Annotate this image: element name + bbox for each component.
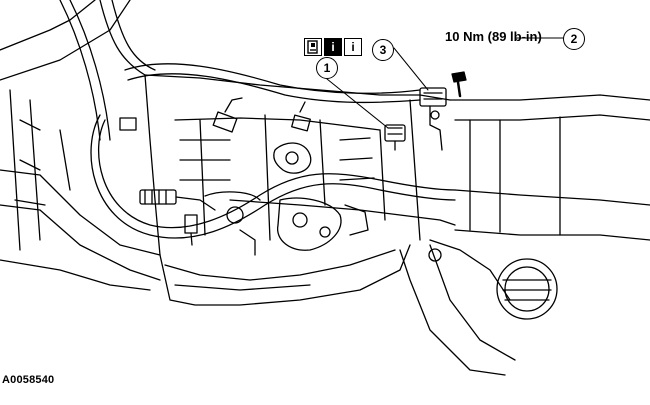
transmission-case bbox=[144, 74, 456, 256]
info-icon-black: i bbox=[324, 38, 342, 56]
figure-id-label: A0058540 bbox=[2, 374, 55, 386]
torque-spec-label: 10 Nm (89 lb-in) bbox=[445, 29, 542, 44]
callout-1: 1 bbox=[316, 57, 338, 79]
tool-icon bbox=[304, 38, 322, 56]
sensor-3-detail bbox=[419, 87, 447, 151]
left-frame-rail bbox=[0, 0, 161, 291]
connectors bbox=[119, 97, 311, 133]
tool-icon-glyph bbox=[307, 40, 318, 54]
sensor-1-detail bbox=[384, 124, 406, 151]
callout-2: 2 bbox=[563, 28, 585, 50]
crossmember bbox=[399, 94, 650, 376]
leader-lines bbox=[326, 37, 564, 129]
oil-pan bbox=[159, 244, 411, 306]
harness-connectors bbox=[139, 189, 261, 246]
top-cables bbox=[59, 0, 421, 141]
info-icon-white: i bbox=[344, 38, 362, 56]
valve-body bbox=[226, 197, 369, 256]
bolt bbox=[451, 71, 467, 98]
callout-3: 3 bbox=[372, 39, 394, 61]
cable-loop bbox=[90, 114, 456, 239]
output-flange bbox=[496, 258, 558, 320]
